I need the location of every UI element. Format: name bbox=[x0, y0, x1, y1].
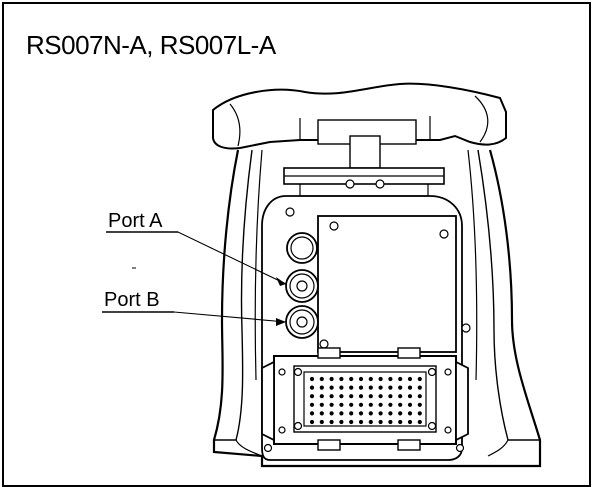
port-a-label: Port A bbox=[108, 210, 163, 232]
connector-pin bbox=[388, 411, 393, 416]
port-b-label: Port B bbox=[104, 289, 160, 311]
connector-pin bbox=[388, 376, 393, 382]
connector-pin bbox=[358, 394, 364, 399]
connector-pin bbox=[358, 419, 364, 425]
figure-title: RS007N-A, RS007L-A bbox=[26, 30, 276, 60]
connector-pin bbox=[388, 402, 393, 407]
connector-pin bbox=[368, 376, 373, 382]
port-b-leader bbox=[104, 311, 287, 323]
connector-pin bbox=[398, 394, 403, 399]
connector-pin bbox=[349, 376, 354, 382]
connector-pin bbox=[319, 402, 324, 407]
connector-pin bbox=[339, 394, 344, 399]
connector-pin bbox=[407, 394, 413, 399]
port-a-gland bbox=[285, 269, 319, 303]
connector-pin bbox=[329, 385, 334, 390]
connector-pin bbox=[329, 411, 334, 416]
connector-pin bbox=[319, 376, 324, 382]
connector-pin bbox=[407, 385, 413, 390]
connector-pins bbox=[309, 376, 422, 425]
connector-pin bbox=[407, 411, 413, 416]
connector-pin bbox=[309, 411, 315, 416]
connector-pin bbox=[358, 385, 364, 390]
connector-pin bbox=[309, 385, 315, 390]
connector-pin bbox=[417, 419, 422, 425]
connector-pin bbox=[398, 419, 403, 425]
connector-pin bbox=[398, 376, 403, 382]
connector-pin bbox=[378, 394, 383, 399]
connector-pin bbox=[339, 402, 344, 407]
connector-pin bbox=[368, 394, 373, 399]
connector-pin bbox=[309, 376, 315, 382]
connector-pin bbox=[319, 419, 324, 425]
connector-pin bbox=[358, 411, 364, 416]
connector-pin bbox=[358, 402, 364, 407]
connector-pin bbox=[398, 402, 403, 407]
connector-pin bbox=[417, 402, 422, 407]
connector-pin bbox=[417, 394, 422, 399]
connector-pin bbox=[378, 402, 383, 407]
cable-gland-top bbox=[286, 232, 318, 264]
connector-pin bbox=[368, 402, 373, 407]
connector-pin bbox=[368, 411, 373, 416]
port-a-arrowhead bbox=[276, 277, 286, 286]
connector-pin bbox=[309, 419, 315, 425]
port-a-leader bbox=[116, 231, 287, 285]
connector-pin bbox=[417, 411, 422, 416]
connector-pin bbox=[417, 385, 422, 390]
connector-pin bbox=[339, 376, 344, 382]
connector-pin bbox=[339, 385, 344, 390]
connector-pin bbox=[378, 419, 383, 425]
connector-pin bbox=[388, 394, 393, 399]
port-b-arrowhead bbox=[276, 318, 286, 326]
connector-pin bbox=[339, 411, 344, 416]
connector-pin bbox=[319, 385, 324, 390]
connector-pin bbox=[319, 411, 324, 416]
base-body bbox=[212, 149, 542, 468]
connector-pin bbox=[349, 394, 354, 399]
connector-pin bbox=[329, 376, 334, 382]
connector-pin bbox=[398, 411, 403, 416]
connector-pin bbox=[309, 402, 315, 407]
connector-pin bbox=[378, 376, 383, 382]
connector-pin bbox=[407, 376, 413, 382]
connector-pin bbox=[329, 394, 334, 399]
connector-pin bbox=[368, 385, 373, 390]
connector-pin bbox=[349, 385, 354, 390]
connector-pin bbox=[349, 402, 354, 407]
mounting-bracket bbox=[283, 167, 445, 197]
multi-pin-connector bbox=[261, 347, 469, 453]
connector-pin bbox=[368, 419, 373, 425]
connector-pin bbox=[349, 411, 354, 416]
connector-pin bbox=[309, 394, 315, 399]
connector-pin bbox=[388, 419, 393, 425]
connector-pin bbox=[339, 419, 344, 425]
connector-pin bbox=[388, 385, 393, 390]
upper-arm-casting bbox=[212, 82, 507, 169]
connector-pin bbox=[398, 385, 403, 390]
connector-pin bbox=[329, 419, 334, 425]
connector-pin bbox=[378, 385, 383, 390]
connector-pin bbox=[349, 419, 354, 425]
connector-pin bbox=[358, 376, 364, 382]
cover-plate bbox=[317, 215, 471, 353]
connector-pin bbox=[378, 411, 383, 416]
connector-pin bbox=[319, 394, 324, 399]
connector-pin bbox=[407, 402, 413, 407]
connector-pin bbox=[417, 376, 422, 382]
connector-pin bbox=[329, 402, 334, 407]
port-b-gland bbox=[285, 305, 319, 339]
connector-pin bbox=[407, 419, 413, 425]
